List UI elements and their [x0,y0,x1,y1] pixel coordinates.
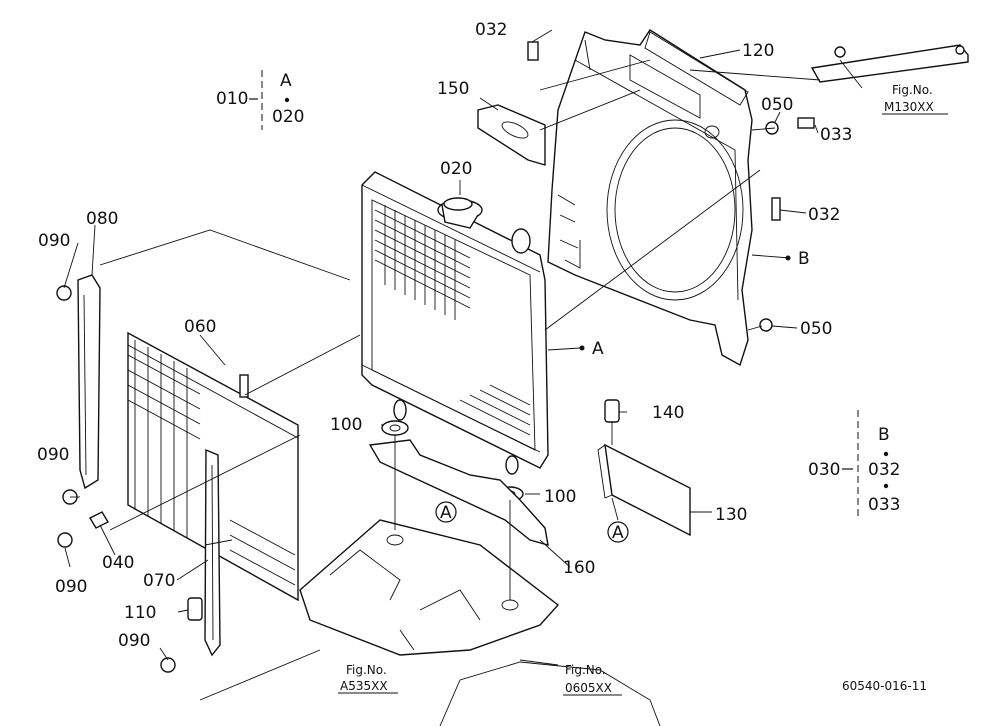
cover-130 [597,443,691,537]
callout-090-b: 090 [37,445,69,465]
frame-0605 [439,661,661,726]
callout-070: 070 [143,571,175,591]
callout-032-top: 032 [475,20,507,40]
callout-060: 060 [184,317,216,337]
screen-mesh [127,340,296,586]
radiator-cap [437,197,483,229]
stay-070 [204,448,221,657]
callout-090-c: 090 [55,577,87,597]
callout-120: 120 [742,41,774,61]
callout-100-b: 100 [544,487,576,507]
callout-050-bottom: 050 [800,319,832,339]
fig-m130-code: M130XX [884,100,934,114]
callout-033-group: 033 [868,495,900,515]
callout-090-d: 090 [118,631,150,651]
fig-ref-a535: Fig.No. A535XX [338,663,398,694]
plate-160 [368,439,549,546]
stay-bar [810,44,969,83]
fig-ref-m130: Fig.No. M130XX [882,83,948,115]
fig-0605-label: Fig.No. [565,663,606,677]
core-fins-bottom [459,384,531,436]
callout-032-group: 032 [868,460,900,480]
group-a-brace: 010 A 020 [216,71,304,127]
callout-030: 030 [808,460,840,480]
fig-a535-code: A535XX [340,679,388,693]
stay-080 [77,274,101,490]
callout-140: 140 [652,403,684,423]
drawing-code: 60540-016-11 [842,679,927,693]
group-a-letter: A [280,71,292,91]
callout-032-right: 032 [808,205,840,225]
callout-090-a: 090 [38,231,70,251]
callout-110: 110 [124,603,156,623]
radiator-core [361,171,549,475]
frame-a535 [299,519,560,656]
callout-010: 010 [216,89,248,109]
leaders [63,29,863,666]
callout-020-top: 020 [440,159,472,179]
callout-050-top: 050 [761,95,793,115]
reference-letters: B A A A [435,249,810,543]
callout-080: 080 [86,209,118,229]
bracket-150 [477,104,546,166]
fig-ref-0605: Fig.No. 0605XX [563,663,622,696]
callout-130: 130 [715,505,747,525]
fig-0605-code: 0605XX [565,681,612,695]
callouts: 032 120 150 050 033 020 032 080 090 060 … [37,20,852,651]
ref-b-shroud: B [798,249,810,269]
callout-100-a: 100 [330,415,362,435]
callout-033-right: 033 [820,125,852,145]
circle-a-frame: A [440,503,452,523]
callout-020-group: 020 [272,107,304,127]
bolts [56,41,815,673]
circle-a-cover: A [612,523,624,543]
fan-shroud [547,29,753,367]
ref-a-radiator: A [592,339,604,359]
group-b-brace: 030 B 032 033 [808,425,900,515]
callout-040: 040 [102,553,134,573]
callout-150: 150 [437,79,469,99]
callout-160: 160 [563,558,595,578]
fig-a535-label: Fig.No. [346,663,387,677]
core-fins-top [374,205,471,320]
group-b-letter: B [878,425,890,445]
fig-m130-label: Fig.No. [892,83,933,97]
assembly-lines [99,39,859,701]
